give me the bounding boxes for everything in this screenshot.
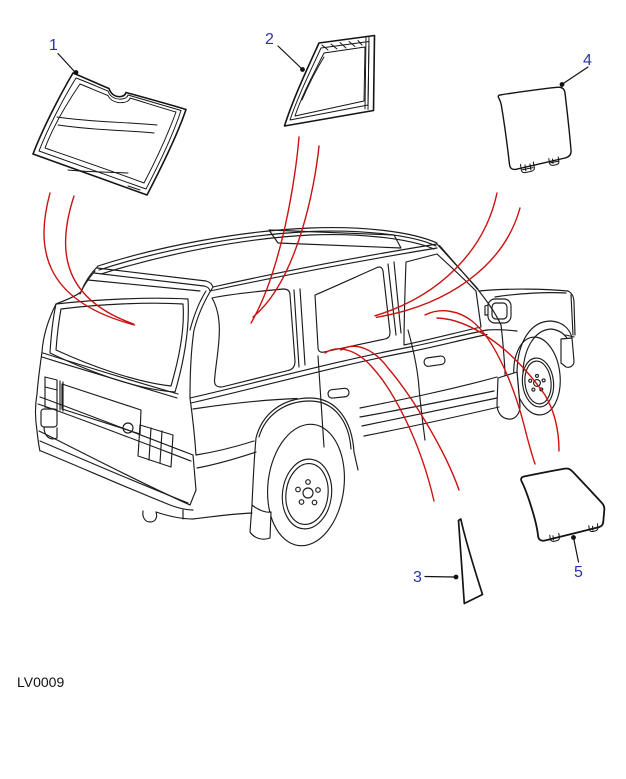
svg-text:1: 1	[49, 37, 58, 54]
svg-text:3: 3	[413, 569, 422, 586]
svg-text:2: 2	[265, 31, 274, 48]
svg-text:LV0009: LV0009	[17, 674, 64, 690]
svg-text:5: 5	[574, 564, 583, 581]
svg-text:4: 4	[583, 52, 592, 69]
